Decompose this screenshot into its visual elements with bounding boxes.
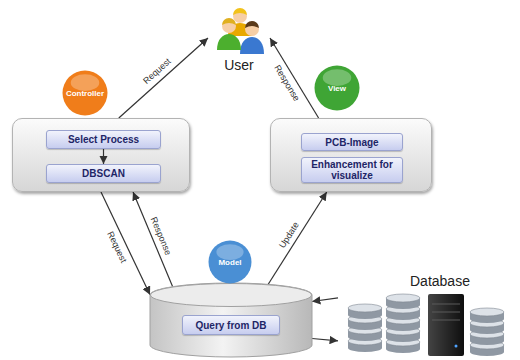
flow-arrow [101,192,150,295]
role-circle: Model [208,240,252,284]
flow-arrow [312,339,338,341]
module-panel: PCB-ImageEnhancement for visualize [270,118,432,192]
process-label: Select Process [68,134,139,145]
process-box: Select Process [46,130,161,149]
module-panel: Select ProcessDBSCAN [12,118,190,192]
user-icon [212,4,268,58]
database-node: Database [338,272,516,358]
actor-label: User [208,57,270,73]
database-label: Database [410,273,470,289]
flow-label: Request [142,56,174,86]
database-server-icon [340,288,516,358]
flow-arrow [133,192,173,287]
process-label: Enhancement for visualize [305,159,399,181]
process-box: DBSCAN [46,164,161,183]
role-circle: Controller [62,70,108,116]
process-box: Enhancement for visualize [301,157,403,183]
flow-arrow [312,298,338,302]
storage-cylinder: Query from DB [150,283,312,357]
flow-label: Request [106,230,129,265]
flow-arrow [103,149,104,164]
flow-label: Response [149,215,174,256]
process-box: Query from DB [182,315,280,335]
user-actor: User [208,2,270,82]
flow-arrow [267,192,327,287]
flow-arrow [270,38,319,118]
process-label: DBSCAN [82,168,125,179]
role-label: Model [218,258,241,267]
process-label: Query from DB [195,320,266,331]
role-label: Controller [66,89,104,98]
flow-arrow [119,38,208,118]
flow-label: Update [277,220,301,250]
role-circle: View [314,65,360,111]
process-label: PCB-Image [325,137,378,148]
process-box: PCB-Image [301,133,403,151]
role-label: View [328,84,346,93]
